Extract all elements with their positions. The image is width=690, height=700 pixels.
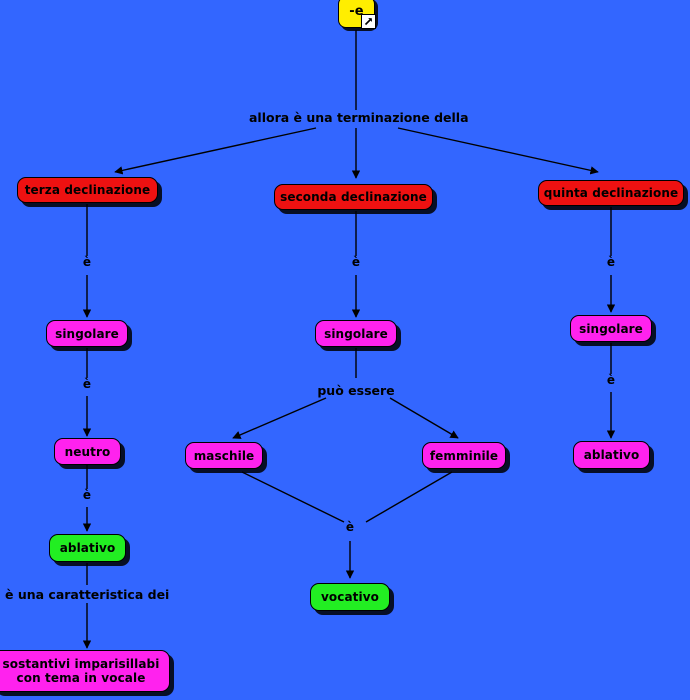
edge-puo-to-maschile [232, 397, 327, 439]
edge-allora-to-terza [114, 127, 317, 175]
node-vocativo[interactable]: vocativo [310, 583, 390, 611]
link-label-e-vocativo: è [345, 520, 355, 534]
node-femminile[interactable]: femminile [422, 442, 506, 469]
link-label-e-seconda: è [351, 255, 361, 269]
link-label-e-ablativo-terza: è [82, 488, 92, 502]
link-label-e-terza: è [82, 255, 92, 269]
node-quinta-declinazione[interactable]: quinta declinazione [538, 180, 684, 206]
link-label-puo-essere: può essere [317, 383, 395, 398]
node-femminile-label: femminile [429, 448, 499, 463]
node-singolare-quinta-label: singolare [579, 321, 643, 336]
link-label-allora: allora è una terminazione della [249, 110, 469, 125]
node-seconda-declinazione[interactable]: seconda declinazione [274, 184, 433, 210]
node-maschile[interactable]: maschile [185, 442, 263, 469]
node-terza-declinazione-label: terza declinazione [24, 183, 151, 197]
edge-maschile-to-e6 [241, 471, 345, 523]
node-quinta-declinazione-label: quinta declinazione [543, 186, 679, 200]
node-sostantivi-imparisillabi-label: sostantivi imparisillabi con tema in voc… [3, 657, 160, 685]
node-singolare-seconda-label: singolare [324, 326, 388, 341]
node-terza-declinazione[interactable]: terza declinazione [17, 177, 158, 203]
node-ablativo-quinta-label: ablativo [583, 448, 640, 462]
node-singolare-terza-label: singolare [55, 326, 119, 341]
node-sostantivi-line2: con tema in vocale [16, 671, 146, 685]
external-link-arrow-icon[interactable] [361, 14, 376, 29]
link-label-e-ablativo-quinta: è [606, 373, 616, 387]
node-ablativo-terza-label: ablativo [59, 541, 116, 555]
node-singolare-quinta[interactable]: singolare [570, 315, 652, 342]
node-neutro[interactable]: neutro [54, 438, 121, 465]
edge-allora-to-quinta [397, 127, 599, 175]
edge-femminile-to-e6 [365, 471, 453, 523]
node-ablativo-quinta[interactable]: ablativo [573, 441, 650, 469]
edge-puo-to-femminile [389, 397, 459, 439]
link-label-e-quinta: è [606, 255, 616, 269]
node-neutro-label: neutro [64, 444, 111, 459]
node-ablativo-terza[interactable]: ablativo [49, 534, 126, 562]
node-vocativo-label: vocativo [321, 590, 379, 604]
link-label-e-neutro: è [82, 377, 92, 391]
node-sostantivi-imparisillabi[interactable]: sostantivi imparisillabi con tema in voc… [0, 650, 170, 692]
node-singolare-terza[interactable]: singolare [46, 320, 128, 347]
node-seconda-declinazione-label: seconda declinazione [280, 190, 427, 204]
link-label-caratteristica: è una caratteristica dei [5, 587, 170, 602]
node-sostantivi-line1: sostantivi imparisillabi [2, 657, 160, 671]
node-singolare-seconda[interactable]: singolare [315, 320, 397, 347]
node-maschile-label: maschile [193, 448, 255, 463]
node-root-label: -e [349, 4, 364, 19]
